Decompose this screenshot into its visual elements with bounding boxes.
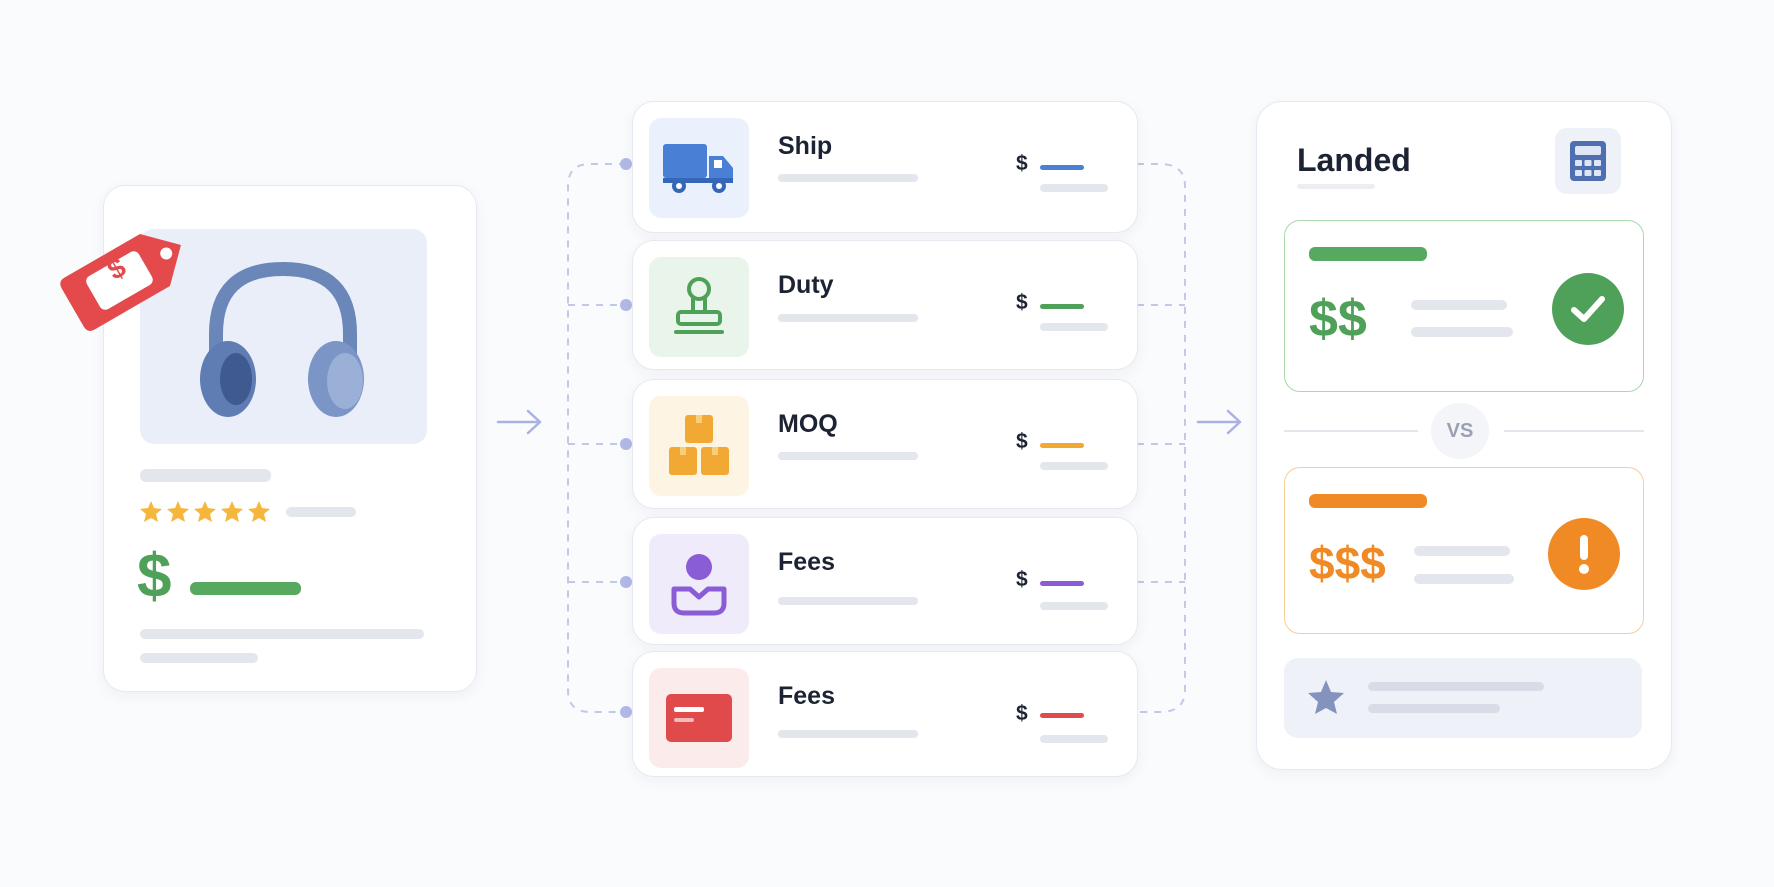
product-price-bar [190, 582, 301, 595]
good-option-line-2 [1411, 327, 1513, 337]
good-option-box: $$ [1284, 220, 1644, 392]
star-icon [1308, 680, 1344, 714]
row-icon-bg [649, 396, 749, 496]
cost-row-fees-2: Fees $ [632, 651, 1138, 777]
warning-icon [1548, 518, 1620, 590]
row-title: MOQ [778, 410, 838, 438]
cost-row-ship: Ship $ [632, 101, 1138, 233]
cost-row-duty: Duty $ [632, 240, 1138, 370]
landed-panel: Landed $$ VS $$$ [1256, 101, 1672, 770]
row-value-bar [1040, 165, 1084, 170]
row-value-bar [1040, 713, 1084, 718]
bad-option-line-1 [1414, 546, 1510, 556]
bad-option-box: $$$ [1284, 467, 1644, 634]
flow-arrows [496, 409, 1242, 435]
vs-divider-left [1284, 430, 1418, 432]
row-title: Fees [778, 548, 835, 576]
vs-badge: VS [1431, 403, 1489, 459]
row-dollar: $ [1016, 568, 1028, 591]
calculator-icon-box [1555, 128, 1621, 194]
product-desc-line-1 [140, 629, 424, 639]
row-value-sub [1040, 323, 1108, 331]
stamp-icon [674, 277, 724, 334]
summary-line-1 [1368, 682, 1544, 691]
rating-stars [140, 500, 272, 524]
row-subtitle-placeholder [778, 314, 918, 322]
row-subtitle-placeholder [778, 730, 918, 738]
row-value-sub [1040, 602, 1108, 610]
row-title: Fees [778, 682, 835, 710]
row-subtitle-placeholder [778, 174, 918, 182]
calculator-icon [1570, 141, 1606, 181]
row-dollar: $ [1016, 702, 1028, 725]
product-price-symbol: $ [137, 542, 172, 611]
row-value-sub [1040, 462, 1108, 470]
price-tag: $ [54, 200, 204, 350]
row-subtitle-placeholder [778, 597, 918, 605]
row-title: Ship [778, 132, 833, 160]
good-option-price: $$ [1309, 290, 1367, 348]
good-option-bar [1309, 247, 1427, 261]
row-dollar: $ [1016, 152, 1028, 175]
cost-row-moq: MOQ $ [632, 379, 1138, 509]
rating-count-placeholder [286, 507, 356, 517]
row-value-bar [1040, 581, 1084, 586]
row-icon-bg [649, 668, 749, 768]
row-value-sub [1040, 735, 1108, 743]
vs-divider-right [1504, 430, 1644, 432]
row-value-sub [1040, 184, 1108, 192]
product-image [140, 229, 427, 444]
bad-option-line-2 [1414, 574, 1514, 584]
cost-row-fees-1: Fees $ [632, 517, 1138, 645]
row-title: Duty [778, 271, 834, 299]
summary-line-2 [1368, 704, 1500, 713]
row-icon-bg [649, 257, 749, 357]
row-dollar: $ [1016, 291, 1028, 314]
vs-label: VS [1446, 419, 1474, 442]
row-icon-bg [649, 118, 749, 218]
bad-option-price: $$$ [1309, 537, 1386, 589]
bad-option-bar [1309, 494, 1427, 508]
good-option-line-1 [1411, 300, 1507, 310]
row-icon-bg [649, 534, 749, 634]
landed-title-underline [1297, 184, 1375, 189]
card-icon [666, 694, 732, 742]
summary-box [1284, 658, 1642, 738]
headphones-icon [200, 261, 364, 417]
product-title-placeholder [140, 469, 271, 482]
row-value-bar [1040, 443, 1084, 448]
row-value-bar [1040, 304, 1084, 309]
person-icon [671, 554, 727, 616]
landed-title: Landed [1297, 142, 1411, 178]
truck-icon [663, 144, 733, 193]
product-desc-line-2 [140, 653, 258, 663]
boxes-icon [669, 415, 729, 475]
row-dollar: $ [1016, 430, 1028, 453]
row-subtitle-placeholder [778, 452, 918, 460]
check-icon [1552, 273, 1624, 345]
